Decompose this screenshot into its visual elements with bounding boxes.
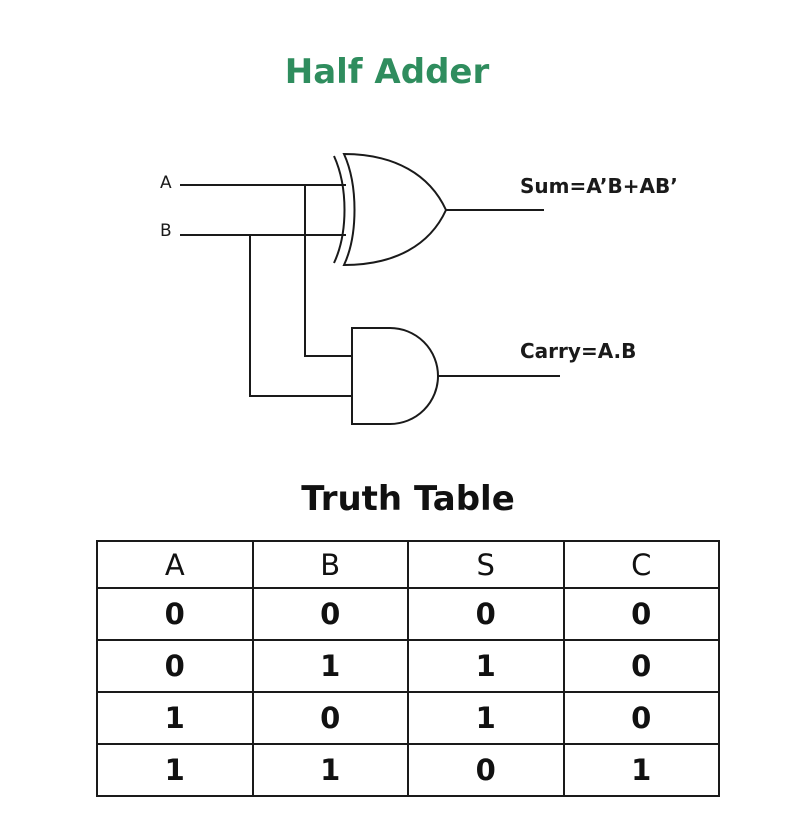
table-row: 1 1 0 1: [96, 743, 720, 797]
wire-a-branch: [304, 185, 352, 357]
table-cell: 1: [251, 743, 409, 797]
and-gate: [351, 327, 439, 425]
table-cell: 1: [407, 639, 565, 693]
table-row: 0 0 0 0: [96, 587, 720, 641]
table-cell: 1: [96, 743, 254, 797]
table-cell: 0: [251, 691, 409, 745]
xor-gate: [342, 152, 448, 267]
half-adder-circuit: A B Sum=A’B+AB’ Carry=A.B: [160, 152, 678, 425]
truth-table-title: Truth Table: [301, 479, 515, 519]
table-cell: 0: [407, 743, 565, 797]
table-cell: 0: [96, 639, 254, 693]
table-cell: 0: [251, 587, 409, 641]
table-cell: 1: [562, 743, 720, 797]
table-header-row: A B S C: [96, 540, 720, 589]
header-c: C: [562, 540, 720, 589]
table-cell: 0: [407, 587, 565, 641]
xor-gate-input-arc: [333, 155, 346, 264]
table-cell: 0: [96, 587, 254, 641]
table-row: 0 1 1 0: [96, 639, 720, 693]
header-b: B: [251, 540, 409, 589]
carry-output-label: Carry=A.B: [520, 339, 636, 363]
header-s: S: [407, 540, 565, 589]
input-b-label: B: [160, 221, 172, 241]
table-cell: 1: [407, 691, 565, 745]
table-cell: 0: [562, 691, 720, 745]
table-row: 1 0 1 0: [96, 691, 720, 745]
input-a-label: A: [160, 173, 172, 193]
truth-table: A B S C 0 0 0 0 0 1 1 0 1 0 1 0 1 1 0 1: [96, 540, 720, 797]
table-cell: 0: [562, 587, 720, 641]
wire-b-branch: [249, 235, 352, 397]
page-title: Half Adder: [284, 52, 490, 92]
table-cell: 0: [562, 639, 720, 693]
table-cell: 1: [251, 639, 409, 693]
table-cell: 1: [96, 691, 254, 745]
header-a: A: [96, 540, 254, 589]
sum-output-label: Sum=A’B+AB’: [520, 174, 678, 198]
